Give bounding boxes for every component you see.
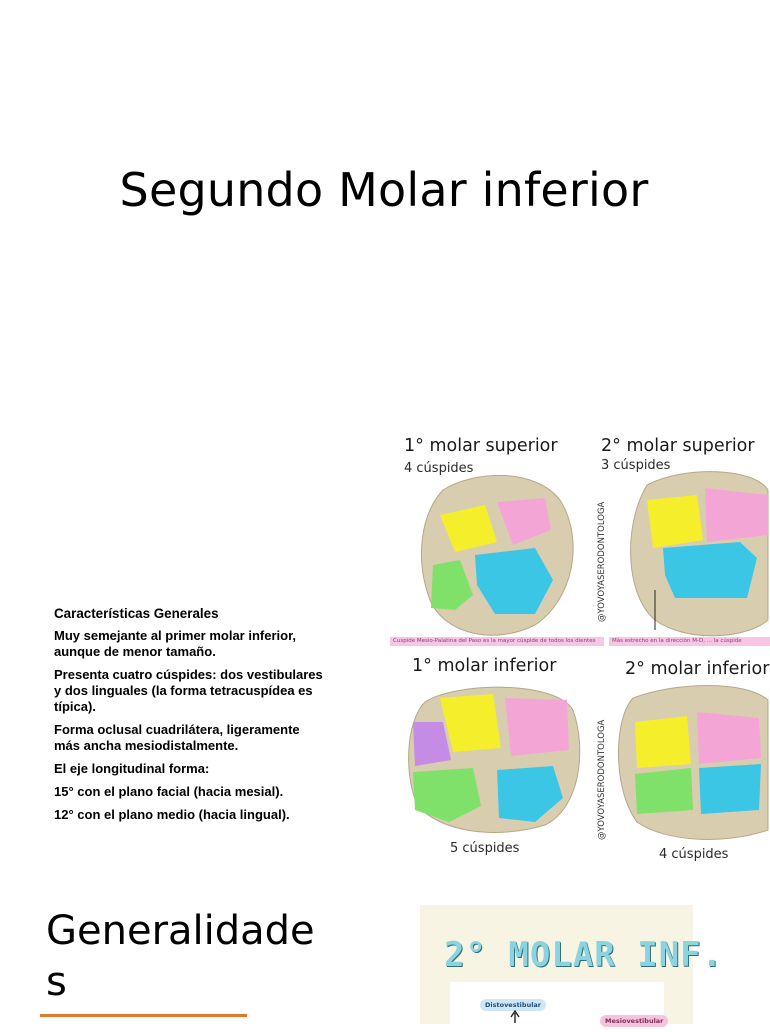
panel-count: 3 cúspides — [601, 458, 671, 473]
characteristics-text: Características Generales Muy semejante … — [54, 606, 324, 830]
panel-title: 2° molar inferior — [625, 659, 770, 679]
molar-comparison-figure: 1° molar superior 4 cúspides 2° molar su… — [385, 430, 770, 867]
second-molar-card: 2° MOLAR INF. Distovestibular Mesiovesti… — [420, 905, 722, 1032]
section-title-line: s — [46, 959, 67, 1005]
panel-count: 4 cúspides — [659, 847, 729, 862]
panel-title: 1° molar inferior — [412, 656, 557, 676]
characteristic-paragraph: Presenta cuatro cúspides: dos vestibular… — [54, 667, 323, 714]
slide-title: Segundo Molar inferior — [119, 163, 649, 217]
molar-illustrations — [408, 471, 769, 840]
arrow-icon — [510, 1009, 520, 1023]
label-chip: Mesiovestibular — [600, 1015, 669, 1027]
label-chip: Distovestibular — [480, 999, 547, 1011]
characteristics-heading: Características Generales — [54, 606, 219, 621]
panel-count: 4 cúspides — [404, 461, 474, 476]
watermark-text: @YOVOYASERODONTOLOGA — [597, 719, 607, 840]
section-title-line: Generalidade — [46, 908, 315, 954]
molar-1-superior-drawing — [421, 475, 574, 636]
characteristic-paragraph: El eje longitudinal forma: — [54, 761, 210, 776]
molar-1-inferior-drawing — [408, 686, 581, 833]
panel-title: 1° molar superior — [404, 436, 558, 456]
molar-2-inferior-drawing — [618, 685, 769, 840]
characteristic-paragraph: Forma oclusal cuadrilátera, ligeramente … — [54, 722, 300, 753]
note-label: Más estrecho en la dirección M-D, ... la… — [609, 637, 770, 646]
section-underline — [40, 1014, 247, 1017]
watermark-text: @YOVOYASERODONTOLOGA — [597, 501, 607, 622]
panel-count: 5 cúspides — [450, 841, 520, 856]
molar-2-superior-drawing — [630, 471, 769, 637]
characteristic-paragraph: 15° con el plano facial (hacia mesial). — [54, 784, 284, 799]
section-title: Generalidade s — [46, 906, 346, 1008]
card-title: 2° MOLAR INF. — [444, 935, 724, 975]
characteristic-paragraph: 12° con el plano medio (hacia lingual). — [54, 807, 290, 822]
panel-title: 2° molar superior — [601, 436, 755, 456]
characteristic-paragraph: Muy semejante al primer molar inferior, … — [54, 628, 297, 659]
note-label: Cuspide Mesio-Palatina del Paso es la ma… — [390, 637, 604, 646]
